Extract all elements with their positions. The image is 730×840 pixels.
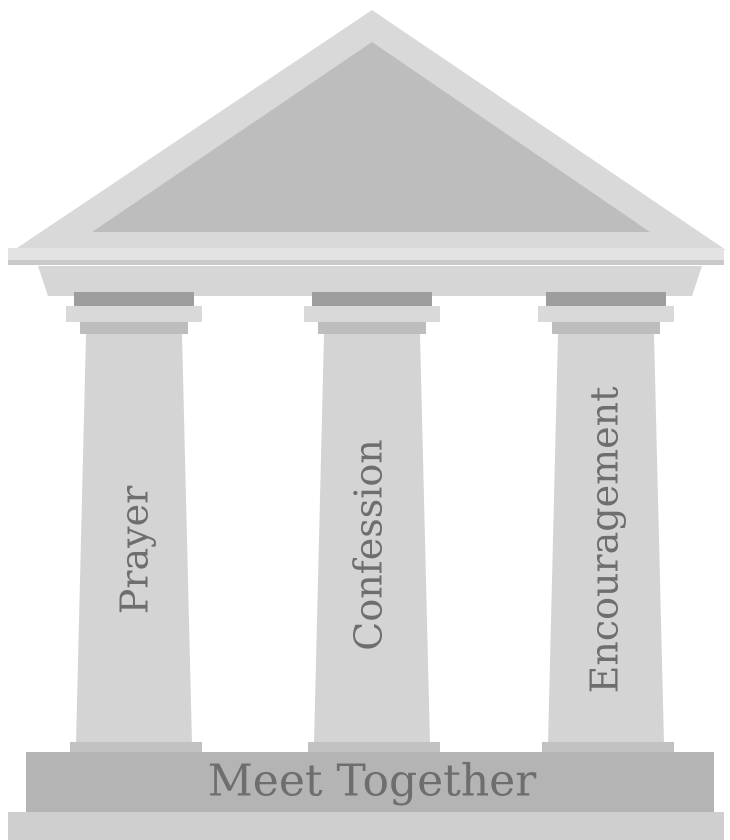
capital-mid: [304, 306, 440, 322]
cornice-line: [8, 260, 724, 265]
entablature: [38, 266, 702, 296]
pillar-prayer: Prayer: [66, 292, 202, 754]
temple-base: Meet Together: [8, 752, 724, 840]
column-shaft: [76, 334, 192, 744]
column-foot: [542, 742, 674, 754]
pillar-label-encouragement: Encouragement: [583, 387, 627, 694]
pillar-encouragement: Encouragement: [538, 292, 674, 754]
column-shaft: [314, 334, 430, 744]
capital-neck: [80, 322, 188, 334]
capital-top: [74, 292, 194, 306]
capital-top: [546, 292, 666, 306]
pillar-confession: Confession: [304, 292, 440, 754]
base-step: [26, 752, 714, 812]
column-foot: [70, 742, 202, 754]
column-foot: [308, 742, 440, 754]
base-floor: [8, 812, 724, 840]
capital-neck: [318, 322, 426, 334]
base-label: Meet Together: [208, 756, 537, 807]
capital-top: [312, 292, 432, 306]
pillar-label-confession: Confession: [347, 439, 391, 651]
capital-mid: [538, 306, 674, 322]
pillar-label-prayer: Prayer: [113, 485, 157, 614]
roof: [8, 10, 726, 296]
pediment-inner: [92, 42, 650, 232]
cornice-top: [8, 248, 724, 262]
capital-neck: [552, 322, 660, 334]
capital-mid: [66, 306, 202, 322]
column-shaft: [548, 334, 664, 744]
